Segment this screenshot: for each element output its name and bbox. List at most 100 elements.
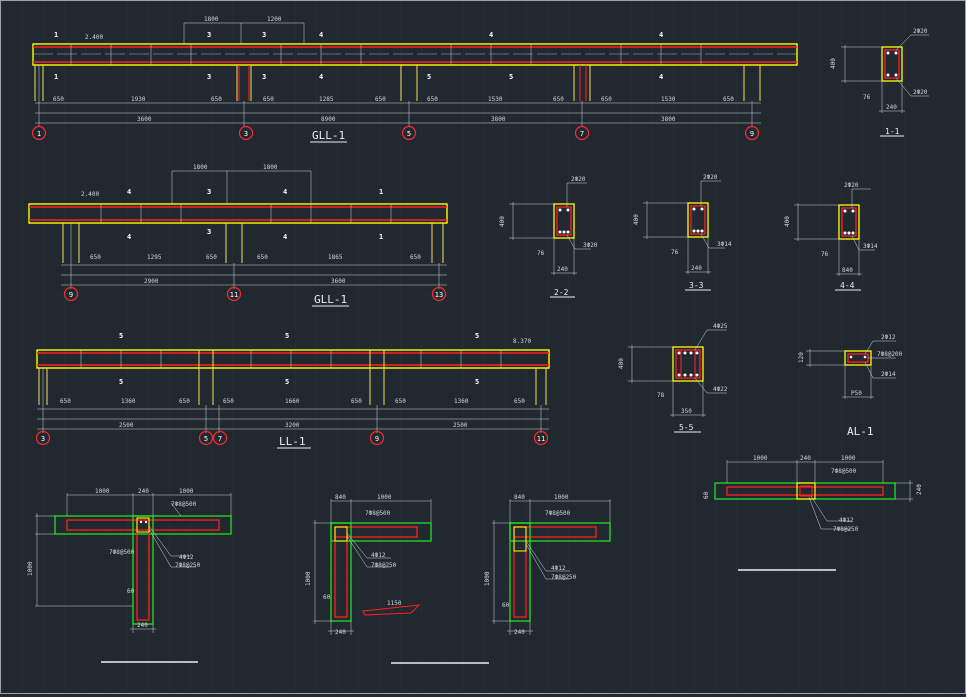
lja-stirrup: 7Ф8@250 <box>371 562 397 569</box>
gll1-mid-sub-3: 650 <box>257 254 268 261</box>
sec11-stirrup: 76 <box>863 94 871 101</box>
sec33-top: 2Ф20 <box>703 174 718 181</box>
ll1-elevation: 55 55 55 <box>36 332 550 433</box>
ll1-span-2: 2500 <box>453 422 468 429</box>
lja-span: 1000 <box>377 494 392 501</box>
hj-mid: 240 <box>800 455 811 462</box>
section-4-4: 2Ф20 3Ф14 400 840 76 4-4 <box>784 182 878 291</box>
svg-text:1: 1 <box>54 31 58 39</box>
gll1-mid-sub-1: 1295 <box>147 254 162 261</box>
tj-rebar2: 7Ф8@500 <box>109 549 135 556</box>
sec11-width: 240 <box>886 104 897 111</box>
sec44-height: 400 <box>784 216 791 227</box>
sec11-label: 1-1 <box>885 127 900 136</box>
axis-bubble-label: 9 <box>750 130 754 138</box>
gll1-top-sub-6: 650 <box>427 96 438 103</box>
sec22-label: 2-2 <box>554 288 569 297</box>
axis-bubble-label: 13 <box>435 291 443 299</box>
section-1-1: 2Ф20 2Ф20 400 240 76 1-1 <box>830 28 929 137</box>
svg-text:4: 4 <box>127 233 131 241</box>
gll1-top-sub-0: 650 <box>53 96 64 103</box>
svg-text:3: 3 <box>207 188 211 196</box>
hj-right: 1000 <box>841 455 856 462</box>
gll1-top-span-2: 3800 <box>491 116 506 123</box>
svg-text:3: 3 <box>207 73 211 81</box>
sec55-height: 400 <box>618 358 625 369</box>
svg-text:3: 3 <box>207 228 211 236</box>
sec44-stirrup: 76 <box>821 251 829 258</box>
svg-text:3: 3 <box>262 73 266 81</box>
sec44-label: 4-4 <box>840 281 855 290</box>
svg-text:5: 5 <box>427 73 431 81</box>
section-5-5: 4Ф25 4Ф22 400 350 78 5-5 <box>618 323 728 433</box>
svg-text:1: 1 <box>54 73 58 81</box>
axis-bubble-label: 3 <box>244 130 248 138</box>
gll1-top-elevation: 11 33 33 44 45 44 5 <box>32 22 798 127</box>
sec33-bottom: 3Ф14 <box>717 241 732 248</box>
gll1-mid-overall-0: 1800 <box>193 164 208 171</box>
sec44-bottom: 3Ф14 <box>863 243 878 250</box>
hj-small: 60 <box>703 491 710 499</box>
gll1-mid-span-1: 3600 <box>331 278 346 285</box>
axis-bubble-label: 3 <box>41 435 45 443</box>
svg-text:4: 4 <box>489 31 493 39</box>
svg-text:5: 5 <box>285 332 289 340</box>
gll1-top-sub-11: 650 <box>723 96 734 103</box>
ll1-title: LL-1 <box>279 435 306 448</box>
ll1-sub-7: 1360 <box>454 398 469 405</box>
sec33-width: 240 <box>691 265 702 272</box>
gll1-mid-span-0: 2900 <box>144 278 159 285</box>
gll1-top-sub-2: 650 <box>211 96 222 103</box>
svg-text:1: 1 <box>379 188 383 196</box>
lja-bars: 4Ф12 <box>371 552 386 559</box>
axis-bubble-label: 9 <box>375 435 379 443</box>
gll1-mid-dimension-text: 2.400 1800 1800 650 1295 650 650 1865 65… <box>81 164 421 285</box>
ljb-small: 60 <box>502 602 510 609</box>
gll1-mid-axis-bubbles: 9 11 13 <box>63 286 447 302</box>
ll1-sub-4: 1660 <box>285 398 300 405</box>
svg-text:3: 3 <box>262 31 266 39</box>
ll1-sub-6: 650 <box>395 398 406 405</box>
gll1-mid-elevation: 44 33 44 11 <box>28 170 448 289</box>
tj-bars: 4Ф12 <box>179 554 194 561</box>
ljb-width: 240 <box>514 629 525 636</box>
sec22-top: 2Ф20 <box>571 176 586 183</box>
ll1-span-0: 2500 <box>119 422 134 429</box>
axis-bubble-label: 5 <box>204 435 208 443</box>
section-3-3: 2Ф20 3Ф14 400 240 76 3-3 <box>633 174 732 291</box>
l-joint-a-detail: 840 1000 7Ф8@500 4Ф12 7Ф8@250 1000 240 1… <box>305 494 432 636</box>
svg-text:5: 5 <box>119 378 123 386</box>
svg-text:1: 1 <box>379 233 383 241</box>
svg-text:4: 4 <box>319 73 323 81</box>
sec33-height: 400 <box>633 214 640 225</box>
ll1-sub-1: 1360 <box>121 398 136 405</box>
tj-rebar1: 7Ф8@500 <box>171 501 197 508</box>
sec55-width: 350 <box>681 408 692 415</box>
hj-stirrup: 7Ф8@250 <box>833 526 859 533</box>
gll1-top-sub-7: 1530 <box>488 96 503 103</box>
hj-height: 240 <box>916 484 923 495</box>
svg-text:5: 5 <box>475 378 479 386</box>
section-2-2: 2Ф20 3Ф20 400 240 76 2-2 <box>499 176 598 298</box>
sec22-stirrup: 76 <box>537 250 545 257</box>
tj-width: 240 <box>137 622 148 629</box>
sec22-bottom: 3Ф20 <box>583 242 598 249</box>
tj-small: 60 <box>127 588 135 595</box>
gll1-mid-sub-5: 650 <box>410 254 421 261</box>
gll1-mid-elev: 2.400 <box>81 191 99 198</box>
t-joint-detail: 1000 240 1000 7Ф8@500 7Ф8@500 4Ф12 7Ф8@2… <box>27 488 232 633</box>
al1-title: AL-1 <box>847 425 874 438</box>
svg-text:5: 5 <box>475 332 479 340</box>
al1-top: 2Ф12 <box>881 334 896 341</box>
ll1-sub-8: 650 <box>514 398 525 405</box>
sec33-stirrup: 76 <box>671 249 679 256</box>
gll1-top-sub-10: 1530 <box>661 96 676 103</box>
axis-bubble-label: 7 <box>580 130 584 138</box>
gll1-top-sub-3: 650 <box>263 96 274 103</box>
ll1-axis-bubbles: 3 5 7 9 11 <box>35 430 549 446</box>
gll1-top-sub-1: 1930 <box>131 96 146 103</box>
gll1-top-span-1: 8900 <box>321 116 336 123</box>
svg-text:4: 4 <box>127 188 131 196</box>
